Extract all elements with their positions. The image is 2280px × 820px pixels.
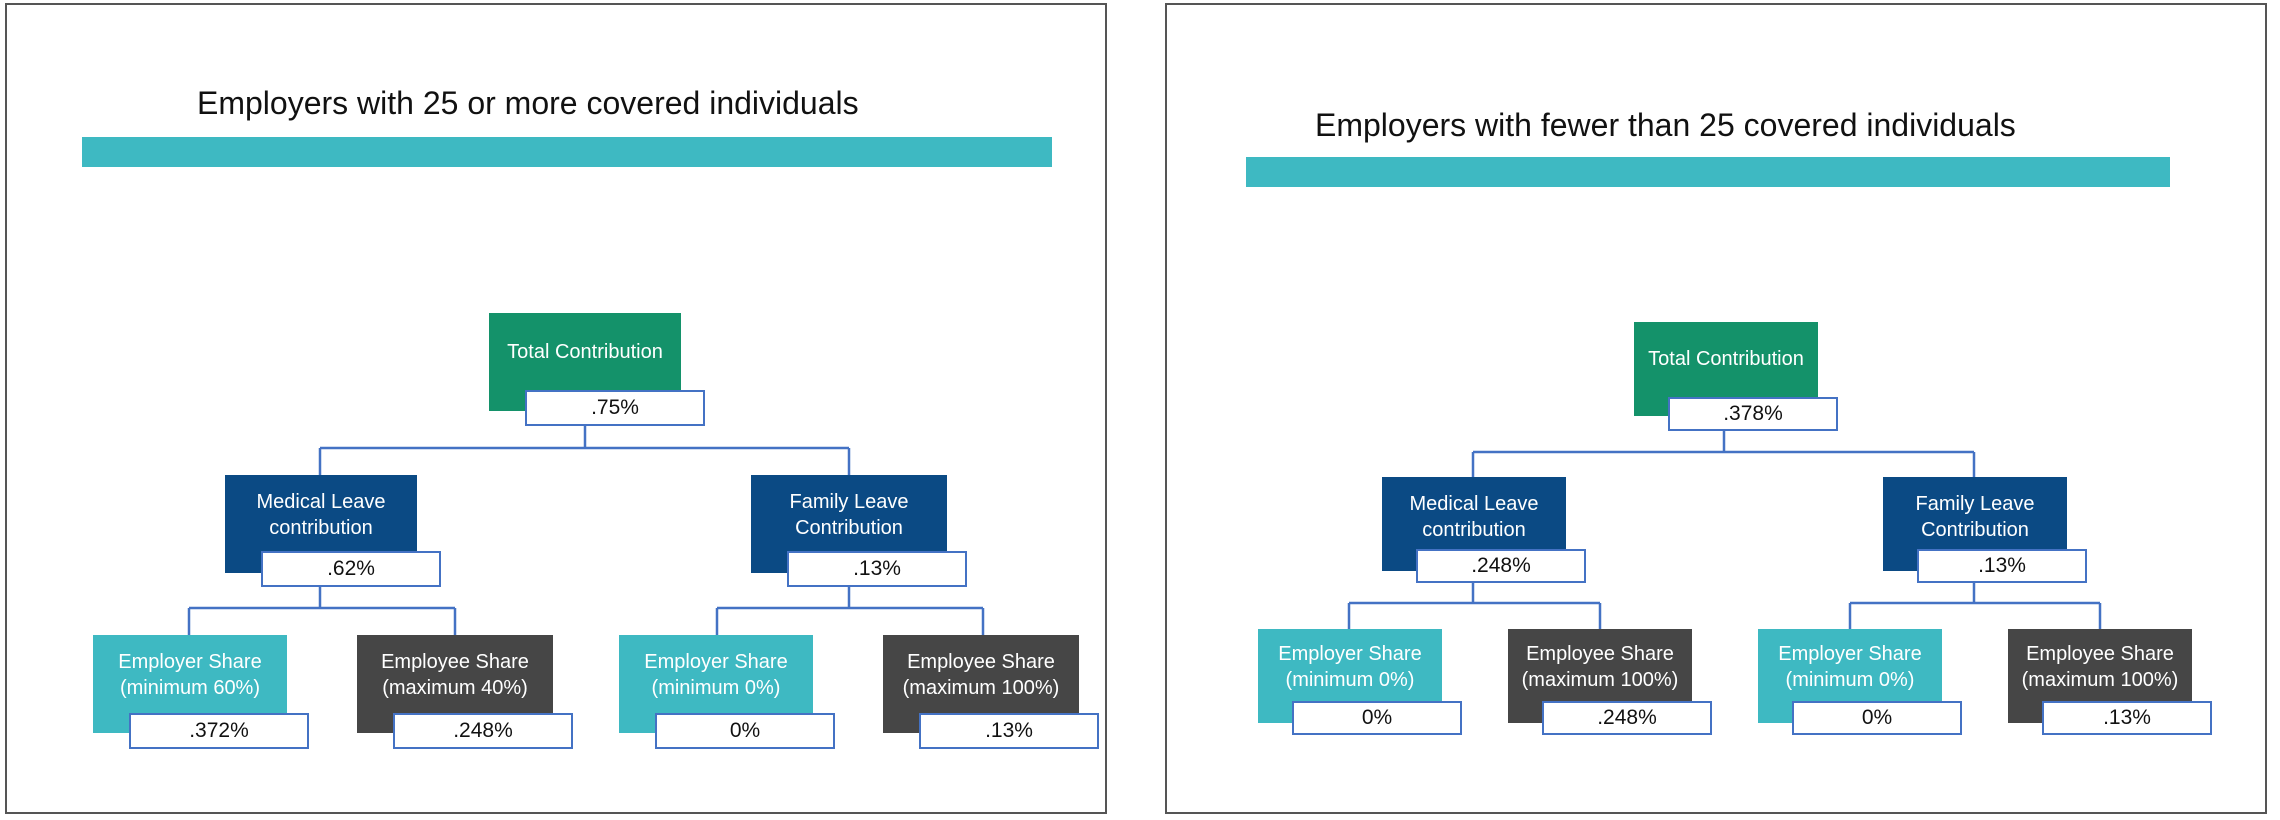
node-value: .378% [1668, 397, 1838, 431]
node-value: 0% [1292, 701, 1462, 735]
node-value: 0% [1792, 701, 1962, 735]
node-value: .248% [1542, 701, 1712, 735]
node-value: 0% [655, 713, 835, 749]
title-underline-bar [1246, 157, 2170, 187]
node-value: .75% [525, 390, 705, 426]
node-value: .13% [787, 551, 967, 587]
node-value: .372% [129, 713, 309, 749]
node-label: Family Leave Contribution [1883, 477, 2067, 571]
node-value: .13% [1917, 549, 2087, 583]
node-value: .248% [393, 713, 573, 749]
diagram-panel-large-employers: Employers with 25 or more covered indivi… [5, 3, 1107, 814]
node-value: .248% [1416, 549, 1586, 583]
node-value: .13% [2042, 701, 2212, 735]
title-underline-bar [82, 137, 1052, 167]
connector-lines [1347, 430, 2102, 629]
panel-title: Employers with fewer than 25 covered ind… [1315, 107, 2016, 143]
node-value: .62% [261, 551, 441, 587]
panel-title: Employers with 25 or more covered indivi… [197, 85, 859, 121]
diagram-panel-small-employers: Employers with fewer than 25 covered ind… [1165, 3, 2267, 814]
node-value: .13% [919, 713, 1099, 749]
connector-lines [187, 425, 985, 635]
